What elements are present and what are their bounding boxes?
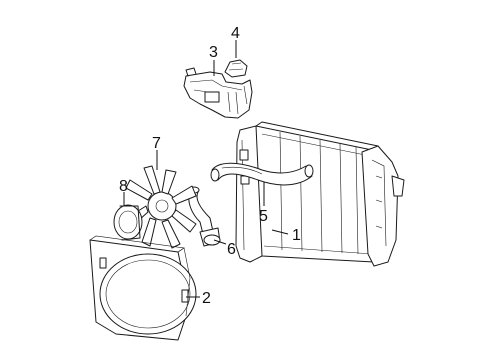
callout-3: 3 <box>209 44 218 61</box>
callout-7: 7 <box>152 135 161 152</box>
callout-6: 6 <box>227 241 236 258</box>
callout-8: 8 <box>119 178 128 195</box>
callout-leaders <box>123 40 289 298</box>
fan-clutch <box>113 204 143 241</box>
coolant-reservoir <box>183 67 253 119</box>
callout-2: 2 <box>202 290 211 307</box>
radiator <box>235 121 405 267</box>
callout-labels: 1 2 3 4 5 6 7 8 <box>119 25 301 307</box>
lower-radiator-hose <box>188 186 221 247</box>
radiator-core-fins <box>279 131 359 255</box>
fan-shroud <box>89 235 197 341</box>
upper-radiator-hose <box>210 162 314 186</box>
callout-4: 4 <box>231 25 240 42</box>
reservoir-cap <box>224 59 248 78</box>
callout-5: 5 <box>259 208 268 225</box>
callout-1: 1 <box>292 227 301 244</box>
